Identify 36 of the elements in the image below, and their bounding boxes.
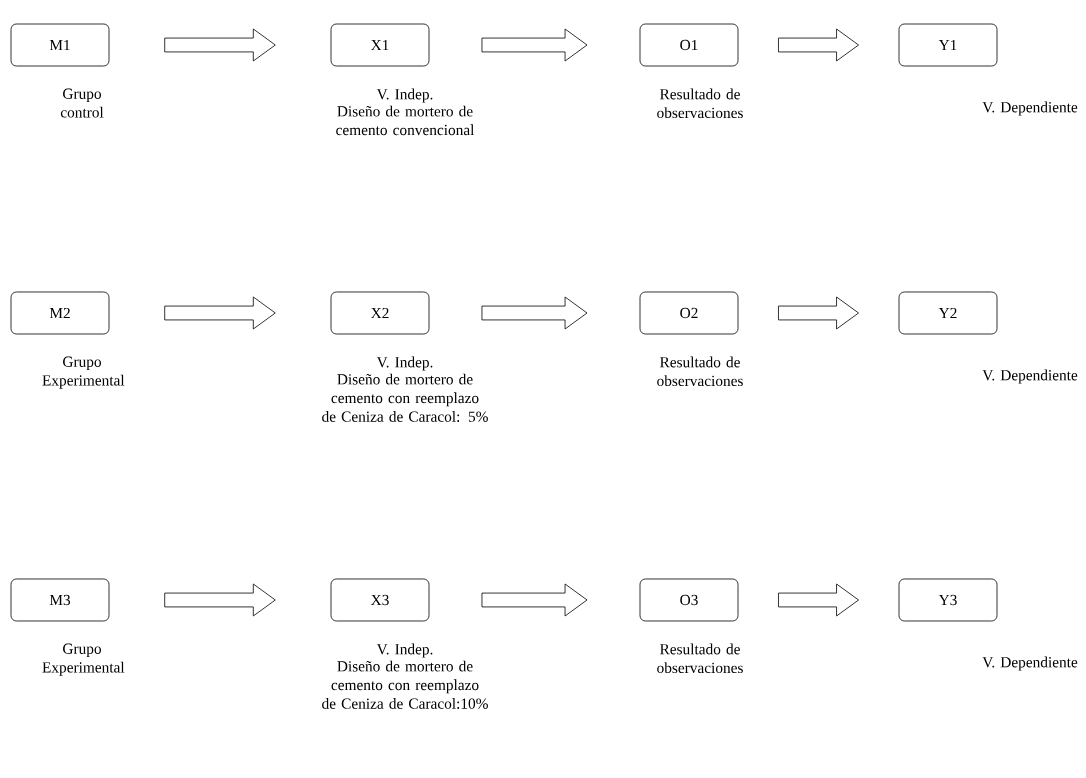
process-box: X2	[330, 291, 430, 335]
node-caption: V. Indep.	[376, 88, 433, 103]
node-caption: Resultado de observaciones	[657, 88, 743, 119]
node-caption: Resultado de observaciones	[657, 643, 743, 674]
process-box: O3	[639, 578, 739, 622]
node-caption: Diseño de mortero de cemento con reemplazo de Ceniza de Caracol: 5%	[322, 373, 488, 422]
block-arrow	[481, 583, 588, 617]
block-arrow	[778, 28, 859, 62]
block-arrow	[778, 296, 859, 330]
process-box: Y3	[898, 578, 998, 622]
process-box: X1	[330, 23, 430, 67]
process-box: O2	[639, 291, 739, 335]
process-box: Y1	[898, 23, 998, 67]
process-box: M3	[10, 578, 110, 622]
node-caption: V. Dependiente	[982, 101, 1078, 116]
process-box: M1	[10, 23, 110, 67]
node-caption: V. Dependiente	[982, 369, 1078, 384]
node-caption: Diseño de mortero de cemento convencional	[336, 105, 475, 136]
block-arrow	[778, 583, 859, 617]
node-caption: Resultado de observaciones	[657, 356, 743, 387]
process-box: Y2	[898, 291, 998, 335]
node-caption: Grupo Experimental	[42, 356, 125, 389]
block-arrow	[481, 28, 588, 62]
node-caption: Grupo control	[60, 88, 104, 118]
block-arrow	[164, 583, 276, 617]
node-caption: V. Dependiente	[982, 656, 1078, 671]
node-caption: Diseño de mortero de cemento con reemplazo de Ceniza de Caracol:10%	[322, 660, 488, 709]
node-caption: V. Indep.	[376, 356, 433, 371]
block-arrow	[164, 296, 276, 330]
process-box: O1	[639, 23, 739, 67]
block-arrow	[481, 296, 588, 330]
process-box: M2	[10, 291, 110, 335]
process-box: X3	[330, 578, 430, 622]
node-caption: V. Indep.	[376, 643, 433, 658]
block-arrow	[164, 28, 276, 62]
node-caption: Grupo Experimental	[42, 643, 125, 676]
